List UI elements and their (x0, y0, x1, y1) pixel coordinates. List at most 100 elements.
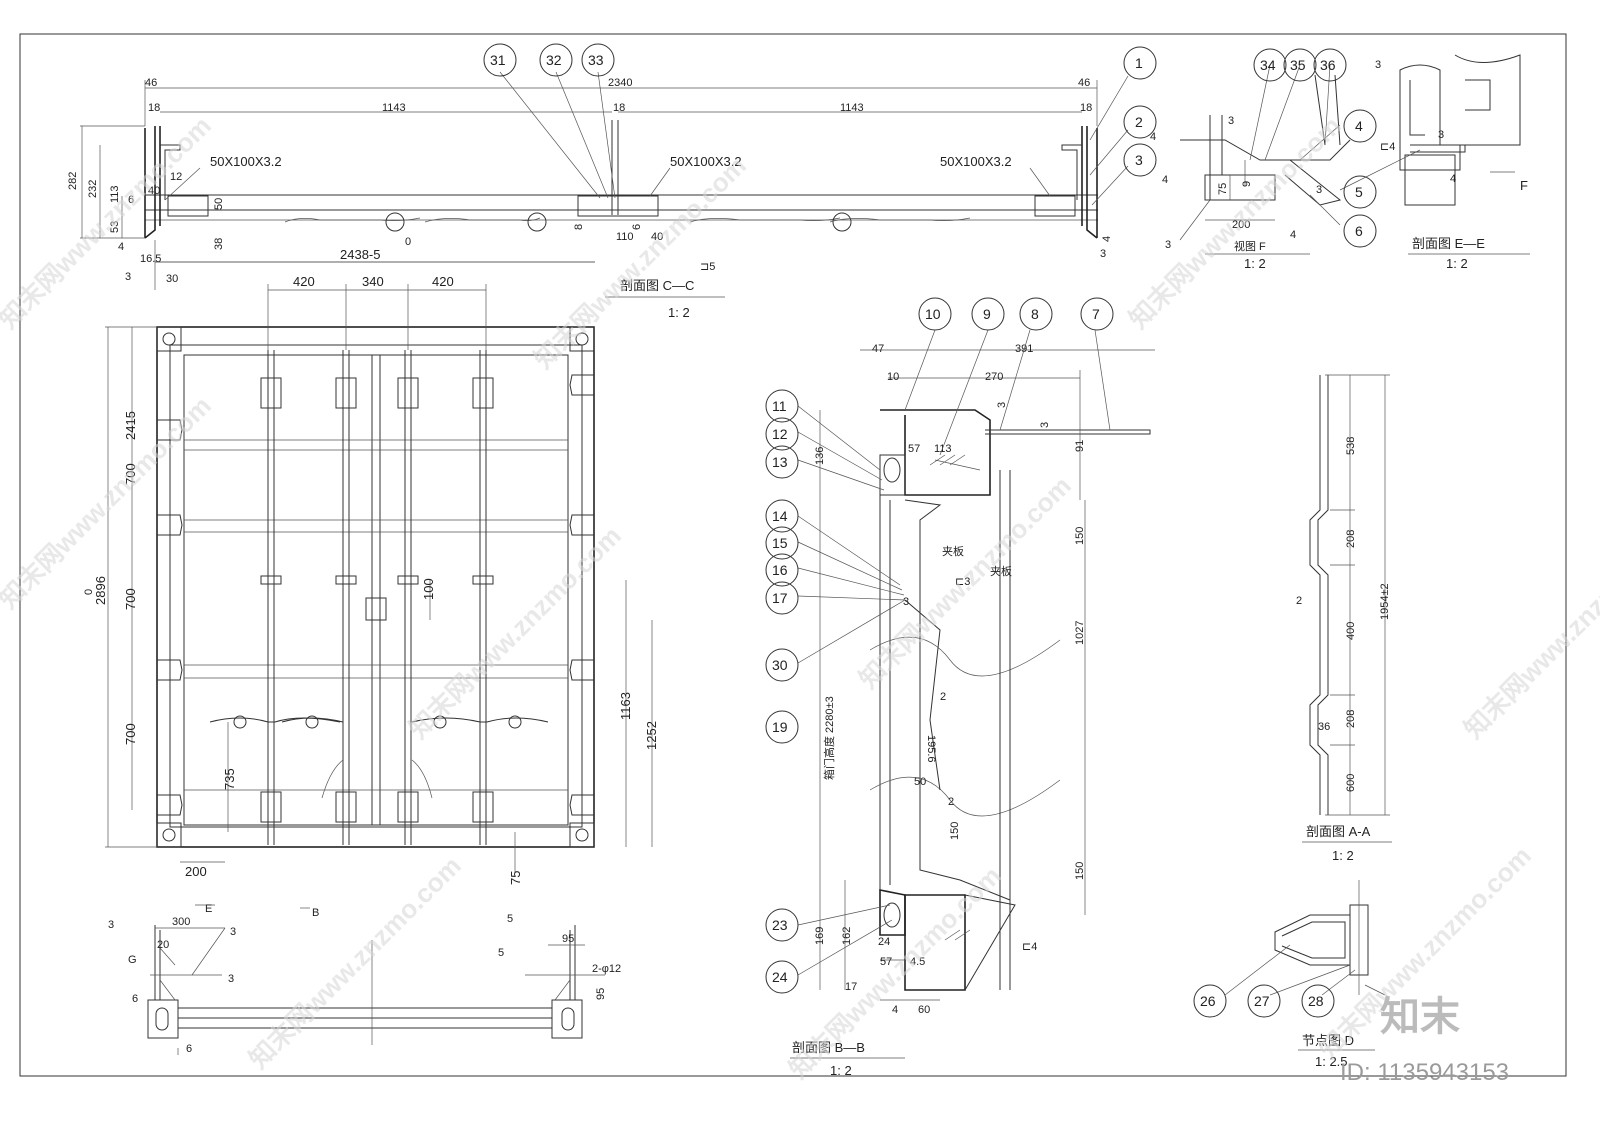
dim-text: 150 (1074, 862, 1086, 880)
dim-text: 24 (878, 936, 890, 948)
section-cc-title: 剖面图 C—C (620, 278, 694, 293)
dim-text: 4 (892, 1004, 898, 1016)
top-dim: 340 (362, 274, 384, 289)
dim-text: 75 (1217, 183, 1229, 195)
dim-text: 3 (228, 973, 234, 985)
section-aa-scale: 1: 2 (1332, 848, 1354, 863)
dim-text: 91 (1074, 440, 1086, 452)
dim-text: 3 (996, 402, 1008, 408)
balloon-label: 24 (772, 969, 788, 985)
dim-text: 2340 (608, 77, 632, 89)
section-cc-view (80, 80, 1098, 290)
dim-text: 12 (170, 171, 182, 183)
balloon-label: 35 (1290, 57, 1306, 73)
dim-text: 3 (1165, 239, 1171, 251)
balloon-label: 14 (772, 508, 788, 524)
door-elevation-dims: 2438-5 420 340 420 2415 700 700 700 735 … (83, 247, 659, 885)
dim-text: 46 (1078, 77, 1090, 89)
leaders-bb (797, 64, 1421, 976)
left-dim: 700 (123, 588, 138, 610)
right-dim: 100 (421, 578, 436, 600)
dim-text: 40 (651, 231, 663, 243)
watermark-text: 知末网www.znzmo.com (0, 110, 217, 334)
dim-text: 232 (87, 180, 99, 198)
dim-text: 3 (1316, 184, 1322, 196)
balloon-label: 17 (772, 590, 788, 606)
balloon-label: 4 (1355, 118, 1363, 134)
dim-text: 4 (1162, 174, 1168, 186)
dim-text: 2-φ12 (592, 963, 621, 975)
profile-label: 50X100X3.2 (210, 154, 282, 169)
dim-text: 6 (186, 1043, 192, 1055)
dim-text: 6 (132, 993, 138, 1005)
dim-text: 150 (1074, 527, 1086, 545)
balloon-label: 31 (490, 52, 506, 68)
dim-text: 57 (908, 443, 920, 455)
dim-text: 208 (1345, 710, 1357, 728)
dim-text: 20 (157, 939, 169, 951)
height-dim: 2896 (93, 576, 108, 605)
dim-text: 47 (872, 343, 884, 355)
top-dim: 420 (293, 274, 315, 289)
balloon-label: 33 (588, 52, 604, 68)
dim-text: 113 (934, 443, 952, 455)
dim-text: 18 (613, 102, 625, 114)
dim-text: 282 (67, 172, 79, 190)
dim-text: 53 (109, 221, 121, 233)
dim-text: 150 (949, 822, 961, 840)
dim-text: 162 (841, 927, 853, 945)
section-ee-scale: 1: 2 (1446, 256, 1468, 271)
balloon-label: 30 (772, 657, 788, 673)
width-dim: 2438-5 (340, 247, 380, 262)
note-text: ⊏3 (955, 576, 970, 588)
section-aa-view (1309, 374, 1390, 816)
note-text: ⊏4 (1022, 941, 1037, 953)
section-aa-title: 剖面图 A-A (1306, 824, 1371, 839)
detail-d-view: 节点图 D 1: 2.5 (1224, 880, 1386, 1069)
dim-text: 300 (172, 916, 190, 928)
balloon-label: 15 (772, 535, 788, 551)
balloon-label: 23 (772, 917, 788, 933)
dim-text: 16.5 (140, 253, 161, 265)
section-ee-view (1399, 54, 1521, 206)
balloon-label: 13 (772, 454, 788, 470)
section-arrow-b: B (312, 907, 319, 919)
balloon-label: 2 (1135, 114, 1143, 130)
dim-text: 113 (109, 185, 121, 203)
bottom-section-view (147, 904, 605, 1055)
dim-text: 17 (845, 981, 857, 993)
section-ee-dims: 3 3 ⊏4 4 F 剖面图 E—E 1: 2 (1375, 59, 1530, 271)
balloon-label: 28 (1308, 993, 1324, 1009)
dim-text: 5 (507, 913, 513, 925)
dim-text: 3 (1228, 115, 1234, 127)
balloon-label: 7 (1092, 306, 1100, 322)
left-dim: 735 (222, 768, 237, 790)
watermark-text: 知末网www.znzmo.com (783, 860, 1007, 1084)
section-aa-dims: 538 208 400 208 600 2 36 1954±2 剖面图 A-A … (1296, 437, 1392, 863)
dim-text: 400 (1345, 622, 1357, 640)
bottom-section-dims: 300 20 3 6 6 G 5 95 2-φ12 95 5 3 3 E B (108, 903, 621, 1055)
section-cc-dims: 46 2340 46 18 1143 18 1143 18 282 232 11… (67, 77, 1113, 320)
balloon-label: 9 (983, 306, 991, 322)
dim-text: 3 (1438, 129, 1444, 141)
note-text: 夹板 (990, 564, 1012, 578)
item-balloons: 1 2 3 4 5 6 7 8 9 10 11 12 13 14 15 16 1… (483, 43, 1377, 1018)
watermark-text: 知末网www.znzmo.com (243, 850, 467, 1074)
balloon-label: 27 (1254, 993, 1270, 1009)
balloon-label: 16 (772, 562, 788, 578)
section-arrow-e: E (205, 903, 212, 915)
dim-text: 110 (616, 231, 634, 243)
dim-text: 3 (1375, 59, 1381, 71)
dim-text: 1143 (840, 102, 864, 114)
dim-text: 2 (940, 691, 946, 703)
dim-text: ⊏4 (1380, 141, 1395, 153)
profile-label: 50X100X3.2 (940, 154, 1012, 169)
dim-text: 2 (948, 796, 954, 808)
dim-text: 6 (631, 224, 643, 230)
dim-text: G (128, 954, 137, 966)
dim-text: 50 (213, 198, 225, 210)
watermark-layer: 知末网www.znzmo.com 知末网www.znzmo.com 知末网www… (0, 110, 1600, 1086)
left-dim: 2415 (123, 411, 138, 440)
detail-d-scale: 1: 2.5 (1315, 1054, 1348, 1069)
